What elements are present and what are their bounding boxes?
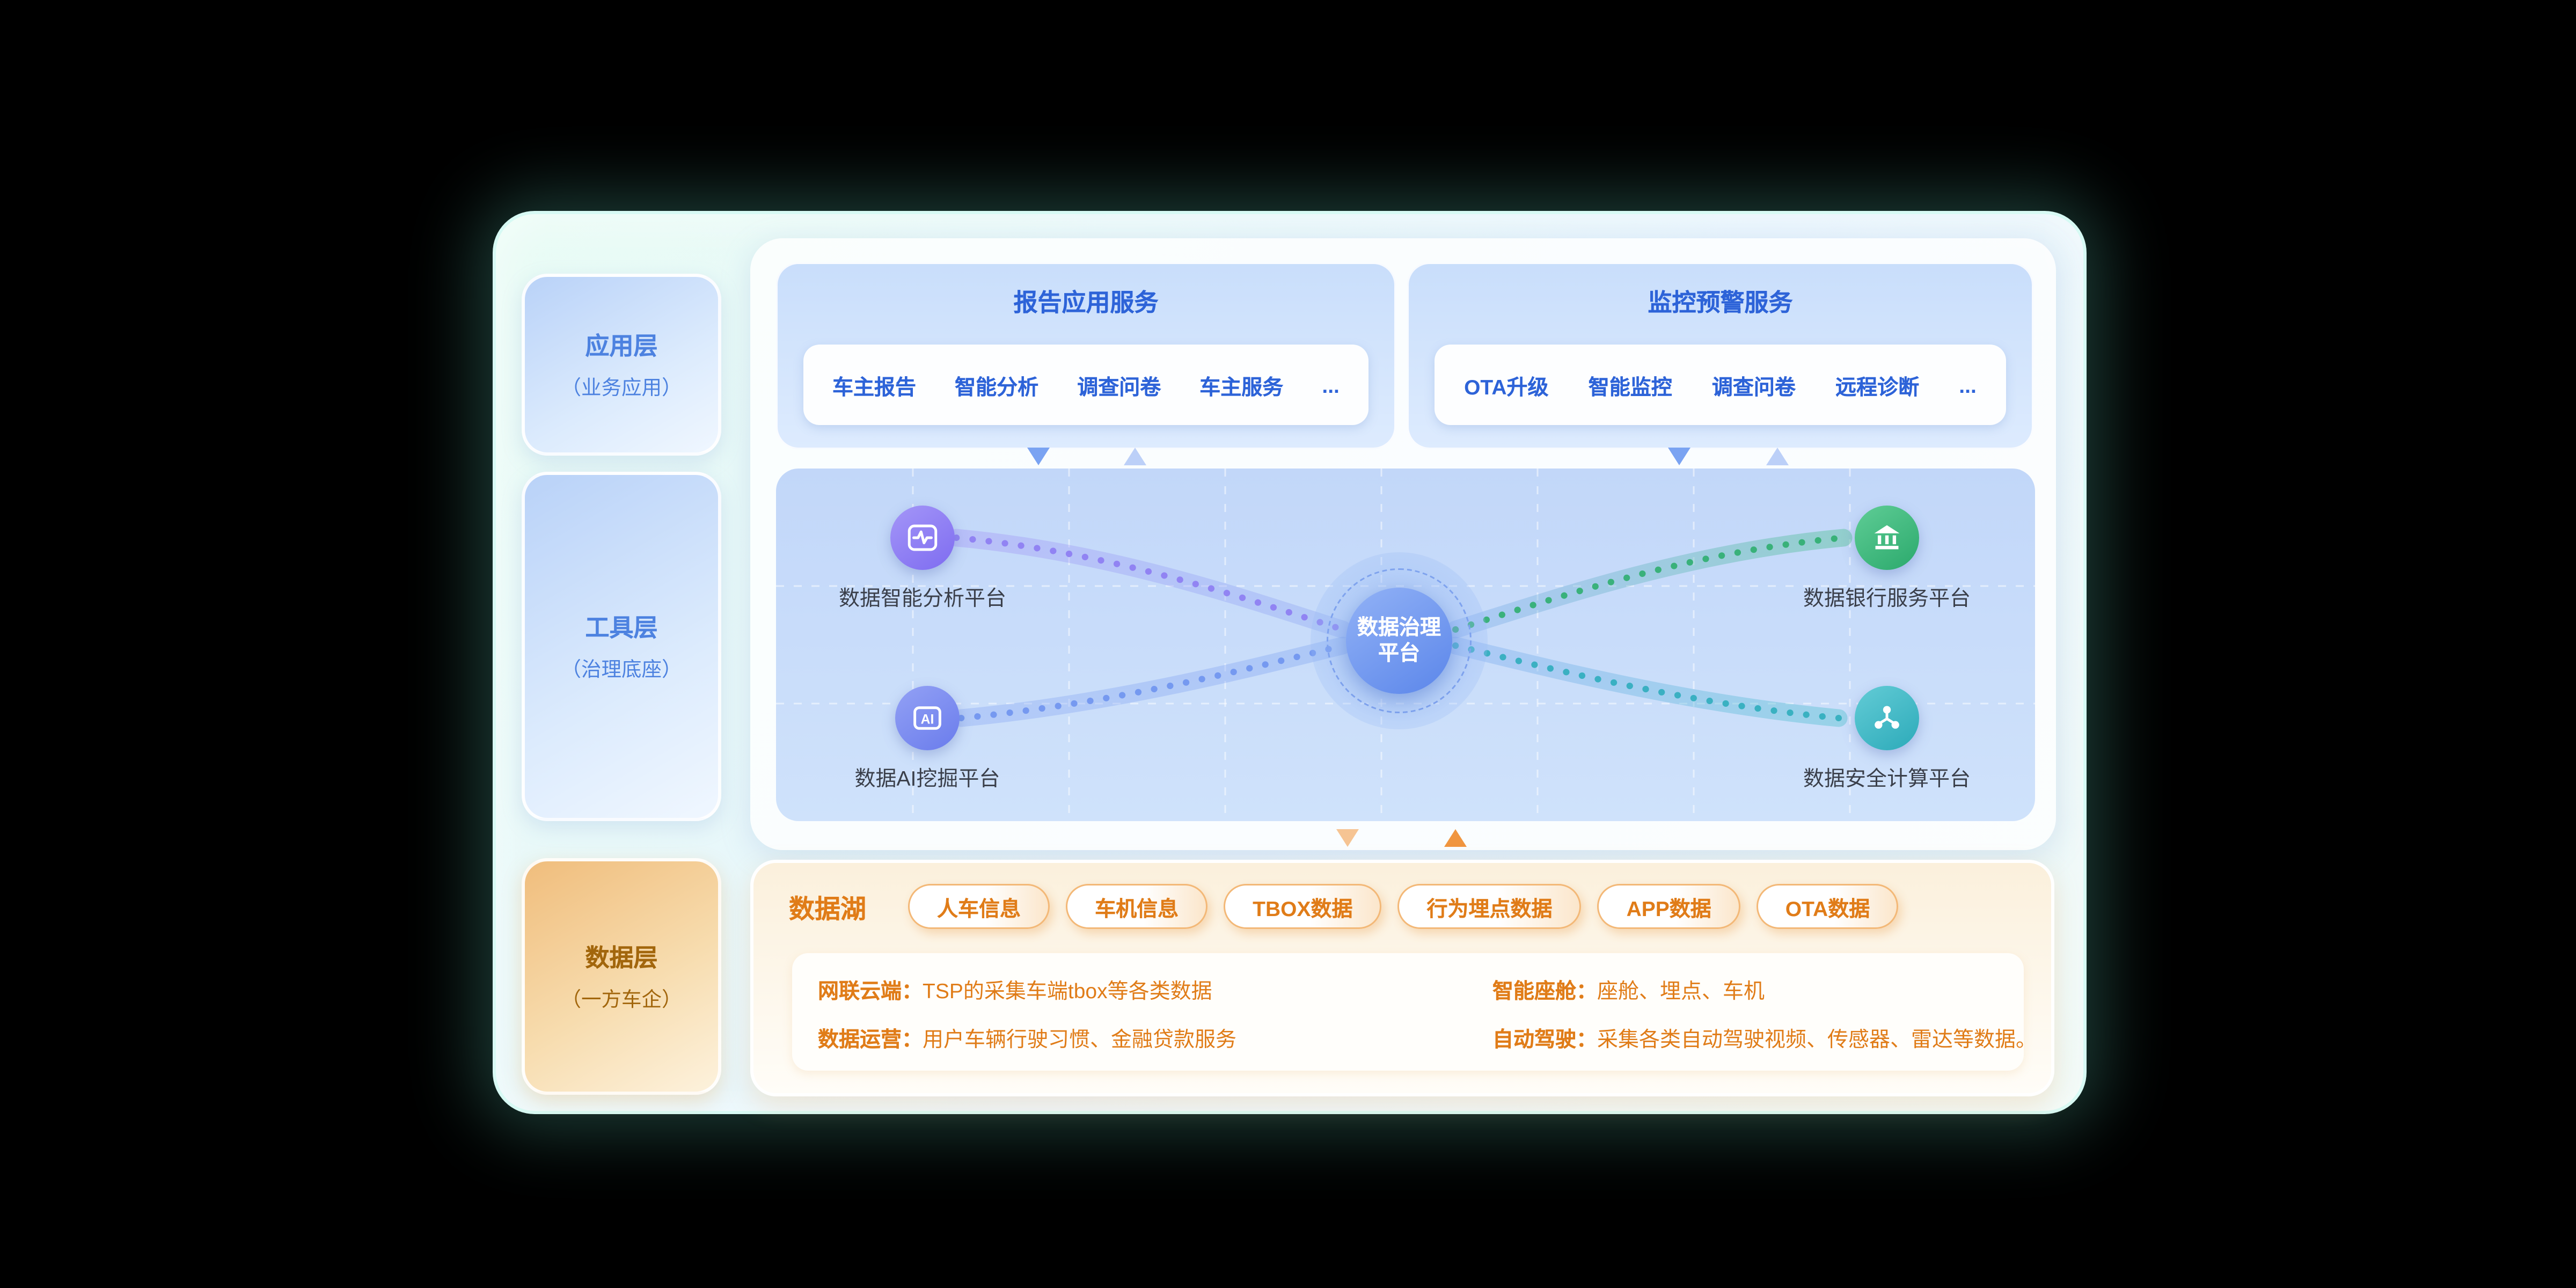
detail-operation: 数据运营：用户车辆行驶习惯、金融贷款服务 — [818, 1022, 1236, 1053]
arrow-up-monitor-icon — [1766, 448, 1789, 465]
node-ai-mining-label: 数据AI挖掘平台 — [854, 766, 1000, 791]
layer-box-tool: 工具层 （治理底座） — [522, 472, 721, 821]
hub-label-line2: 平台 — [1378, 641, 1420, 665]
monitor-item-more: ... — [1959, 372, 1977, 397]
report-item-smart-analysis: 智能分析 — [955, 374, 1039, 399]
tag-vehicle-machine-info: 车机信息 — [1066, 884, 1208, 929]
node-analysis-platform: 数据智能分析平台 — [786, 506, 1059, 612]
monitor-item-survey: 调查问卷 — [1711, 374, 1796, 399]
arrow-up-report-icon — [1124, 448, 1146, 465]
flow-connections-graphic — [776, 469, 2035, 821]
node-data-bank-platform: 数据银行服务平台 — [1750, 506, 2024, 612]
layer-application-title: 应用层 — [585, 333, 658, 361]
monitor-service-panel: 监控预警服务 OTA升级 智能监控 调查问卷 远程诊断 ... — [1407, 262, 2033, 449]
report-item-owner-service: 车主服务 — [1199, 374, 1284, 399]
detail-cockpit-label: 智能座舱： — [1492, 979, 1598, 1003]
detail-autonomous: 自动驾驶：采集各类自动驾驶视频、传感器、雷达等数据。 — [1492, 1022, 2037, 1053]
detail-cloud: 网联云端：TSP的采集车端tbox等各类数据 — [818, 974, 1236, 1005]
architecture-frame: 应用层 （业务应用） 工具层 （治理底座） 数据层 （一方车企） 报告应用服务 … — [493, 211, 2087, 1114]
tag-tbox-data: TBOX数据 — [1224, 884, 1382, 929]
tag-behavior-tracking-data: 行为埋点数据 — [1397, 884, 1582, 929]
detail-operation-text: 用户车辆行驶习惯、金融贷款服务 — [923, 1027, 1237, 1051]
chart-pulse-icon — [890, 506, 955, 570]
layer-tool-subtitle: （治理底座） — [561, 658, 682, 681]
node-analysis-label: 数据智能分析平台 — [838, 586, 1006, 610]
node-data-bank-label: 数据银行服务平台 — [1803, 586, 1971, 610]
layer-box-application: 应用层 （业务应用） — [522, 274, 721, 456]
governance-hub: 数据治理 平台 — [1311, 552, 1488, 729]
monitor-service-title: 监控预警服务 — [1648, 290, 1793, 317]
data-lake-details: 网联云端：TSP的采集车端tbox等各类数据 数据运营：用户车辆行驶习惯、金融贷… — [792, 953, 2037, 1071]
detail-operation-label: 数据运营： — [818, 1027, 923, 1051]
monitor-service-items: OTA升级 智能监控 调查问卷 远程诊断 ... — [1435, 345, 2006, 425]
share-network-icon — [1855, 686, 1919, 750]
data-lake-details-right: 智能座舱：座舱、埋点、车机 自动驾驶：采集各类自动驾驶视频、传感器、雷达等数据。 — [1492, 974, 2037, 1053]
arrow-down-datalake-icon — [1336, 829, 1359, 847]
hub-dashed-ring — [1327, 568, 1472, 713]
arrow-down-monitor-icon — [1668, 448, 1690, 465]
tag-person-vehicle-info: 人车信息 — [908, 884, 1050, 929]
arrow-up-datalake-icon — [1444, 829, 1467, 847]
data-lake-details-left: 网联云端：TSP的采集车端tbox等各类数据 数据运营：用户车辆行驶习惯、金融贷… — [818, 974, 1236, 1053]
node-security-computing-label: 数据安全计算平台 — [1803, 766, 1971, 791]
hub-core: 数据治理 平台 — [1346, 588, 1452, 694]
hub-label-line1: 数据治理 — [1357, 614, 1441, 639]
node-ai-mining-platform: AI 数据AI挖掘平台 — [791, 686, 1064, 792]
bank-icon — [1855, 506, 1919, 570]
detail-autonomous-text: 采集各类自动驾驶视频、传感器、雷达等数据。 — [1597, 1027, 2037, 1051]
layer-data-title: 数据层 — [585, 945, 658, 972]
layer-data-subtitle: （一方车企） — [561, 989, 682, 1011]
layer-tool-title: 工具层 — [585, 615, 658, 642]
detail-autonomous-label: 自动驾驶： — [1492, 1027, 1598, 1051]
arrow-down-report-icon — [1027, 448, 1050, 465]
governance-flow-area: 数据智能分析平台 AI 数据AI挖掘平台 — [776, 469, 2035, 821]
detail-cockpit: 智能座舱：座舱、埋点、车机 — [1492, 974, 2037, 1005]
report-item-survey: 调查问卷 — [1077, 374, 1161, 399]
detail-cloud-label: 网联云端： — [818, 979, 923, 1003]
layer-box-data: 数据层 （一方车企） — [522, 858, 721, 1095]
report-service-title: 报告应用服务 — [1013, 290, 1159, 317]
report-service-panel: 报告应用服务 车主报告 智能分析 调查问卷 车主服务 ... — [776, 262, 1396, 449]
ai-icon: AI — [895, 686, 960, 750]
tag-ota-data: OTA数据 — [1756, 884, 1899, 929]
tag-app-data: APP数据 — [1597, 884, 1740, 929]
report-service-items: 车主报告 智能分析 调查问卷 车主服务 ... — [803, 345, 1368, 425]
detail-cockpit-text: 座舱、埋点、车机 — [1597, 979, 1765, 1003]
data-lake-title: 数据湖 — [789, 897, 867, 924]
detail-cloud-text: TSP的采集车端tbox等各类数据 — [923, 979, 1212, 1003]
layer-application-subtitle: （业务应用） — [561, 377, 682, 399]
data-lake-section: 数据湖 人车信息 车机信息 TBOX数据 行为埋点数据 APP数据 OTA数据 … — [750, 860, 2054, 1096]
svg-text:AI: AI — [921, 712, 934, 727]
report-item-owner-report: 车主报告 — [832, 374, 917, 399]
monitor-item-smart-monitor: 智能监控 — [1588, 374, 1672, 399]
monitor-item-remote-diagnosis: 远程诊断 — [1835, 374, 1920, 399]
node-security-computing-platform: 数据安全计算平台 — [1750, 686, 2024, 792]
report-item-more: ... — [1322, 372, 1340, 397]
data-lake-tag-row: 数据湖 人车信息 车机信息 TBOX数据 行为埋点数据 APP数据 OTA数据 — [789, 884, 2025, 929]
main-service-panel: 报告应用服务 车主报告 智能分析 调查问卷 车主服务 ... 监控预警服务 OT… — [750, 238, 2056, 850]
monitor-item-ota: OTA升级 — [1464, 374, 1549, 399]
